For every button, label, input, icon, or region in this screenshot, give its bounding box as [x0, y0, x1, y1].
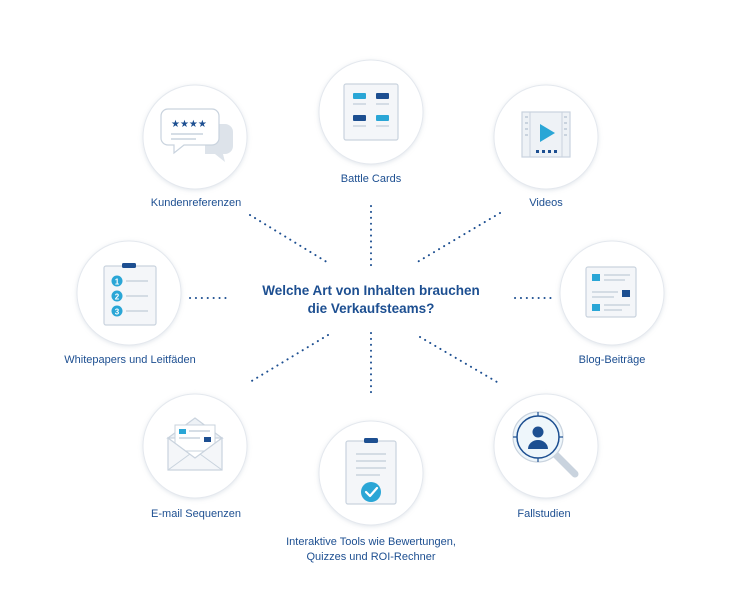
videos-node	[493, 84, 599, 190]
battle-cards-node	[318, 59, 424, 165]
connector-lines	[189, 205, 553, 398]
testimonial-chat-icon: ★★★★	[160, 108, 233, 162]
kundenreferenzen-node: ★★★★	[142, 84, 248, 190]
tools-label: Interaktive Tools wie Bewertungen, Quizz…	[286, 535, 456, 565]
blog-post-icon	[585, 266, 637, 318]
video-player-icon	[521, 111, 571, 158]
magnifier-person-icon	[512, 411, 579, 478]
tools-label-line1: Interaktive Tools wie Bewertungen,	[286, 536, 456, 548]
svg-text:★★★★: ★★★★	[171, 119, 207, 130]
videos-label: Videos	[529, 197, 563, 209]
numbered-checklist-icon: 1 2 3	[103, 263, 157, 326]
center-question: Welche Art von Inhalten brauchen die Ver…	[221, 282, 521, 318]
blog-node	[559, 240, 665, 346]
connector-top-left	[249, 214, 331, 265]
email-node	[142, 393, 248, 499]
fallstudien-node	[493, 393, 599, 499]
email-label: E-mail Sequenzen	[151, 508, 241, 520]
center-question-line1: Welche Art von Inhalten brauchen	[262, 283, 480, 298]
email-envelope-icon	[166, 417, 224, 471]
checked-clipboard-icon	[345, 438, 397, 505]
svg-text:3: 3	[115, 308, 120, 317]
connector-bottom-right	[419, 336, 498, 383]
center-question-line2: die Verkaufsteams?	[307, 301, 435, 316]
whitepapers-node: 1 2 3	[76, 240, 182, 346]
battle-cards-icon	[343, 83, 399, 141]
blog-label: Blog-Beiträge	[578, 354, 646, 366]
tools-label-line2: Quizzes und ROI-Rechner	[306, 551, 436, 563]
fallstudien-label: Fallstudien	[517, 508, 571, 520]
kundenreferenzen-label: Kundenreferenzen	[150, 197, 242, 209]
connector-bottom-left	[249, 334, 329, 383]
tools-node	[318, 420, 424, 526]
svg-text:2: 2	[115, 293, 120, 302]
whitepapers-label: Whitepapers und Leitfäden	[64, 354, 196, 366]
connector-top-right	[413, 212, 501, 265]
battle-cards-label: Battle Cards	[340, 173, 402, 185]
svg-text:1: 1	[115, 278, 120, 287]
